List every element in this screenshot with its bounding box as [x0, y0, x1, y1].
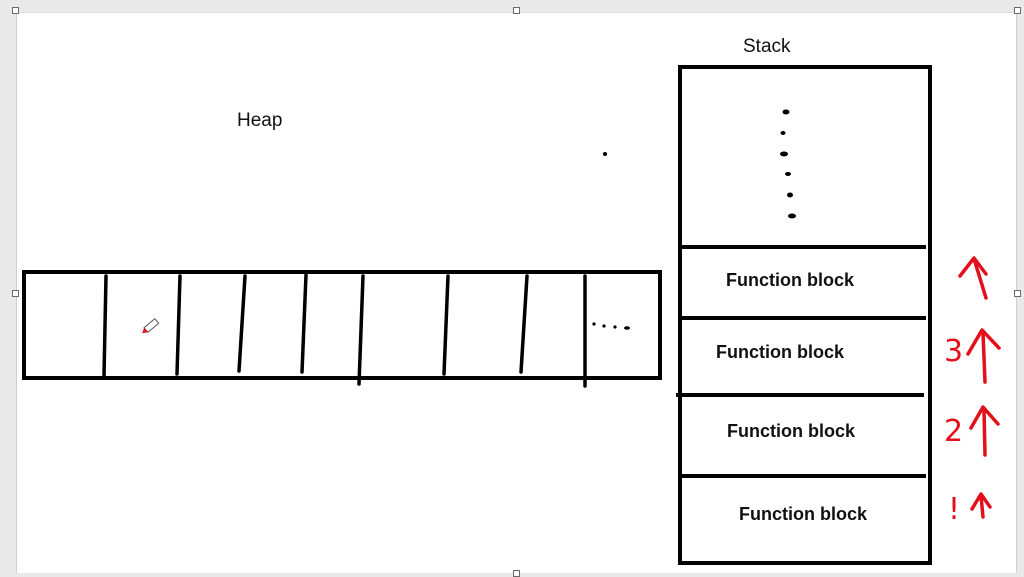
selection-handle-top-center[interactable] [513, 7, 520, 14]
selection-handle-top-left[interactable] [12, 7, 19, 14]
heap-label: Heap [237, 110, 283, 131]
up-arrow-icon [969, 405, 1000, 457]
stack-label: Stack [743, 36, 791, 57]
heap-memory-box [22, 270, 662, 380]
stack-block-label: Function block [727, 421, 855, 441]
order-mark: 2 [944, 414, 964, 449]
stack-block-label: Function block [726, 270, 854, 290]
heap-divider [519, 274, 529, 374]
stack-memory-box [678, 65, 932, 565]
order-mark: 3 [944, 334, 964, 369]
up-arrow-icon [970, 492, 992, 519]
up-arrow-icon [966, 328, 1001, 384]
selection-handle-top-right[interactable] [1014, 7, 1021, 14]
ellipsis-dots [592, 322, 630, 330]
heap-divider [442, 274, 450, 376]
heap-divider [357, 274, 365, 386]
order-mark: ! [948, 492, 961, 527]
heap-divider [237, 274, 247, 373]
heap-divider [300, 273, 308, 374]
stray-dot [603, 152, 607, 156]
up-arrow-icon [958, 256, 988, 300]
stack-block-label: Function block [739, 504, 867, 524]
stack-vertical-dots [780, 109, 796, 219]
heap-divider [175, 274, 182, 376]
heap-divider [102, 274, 108, 378]
stack-block-label: Function block [716, 342, 844, 362]
pencil-cursor-icon [142, 317, 160, 334]
selection-handle-middle-right[interactable] [1014, 290, 1021, 297]
selection-handle-middle-left[interactable] [12, 290, 19, 297]
